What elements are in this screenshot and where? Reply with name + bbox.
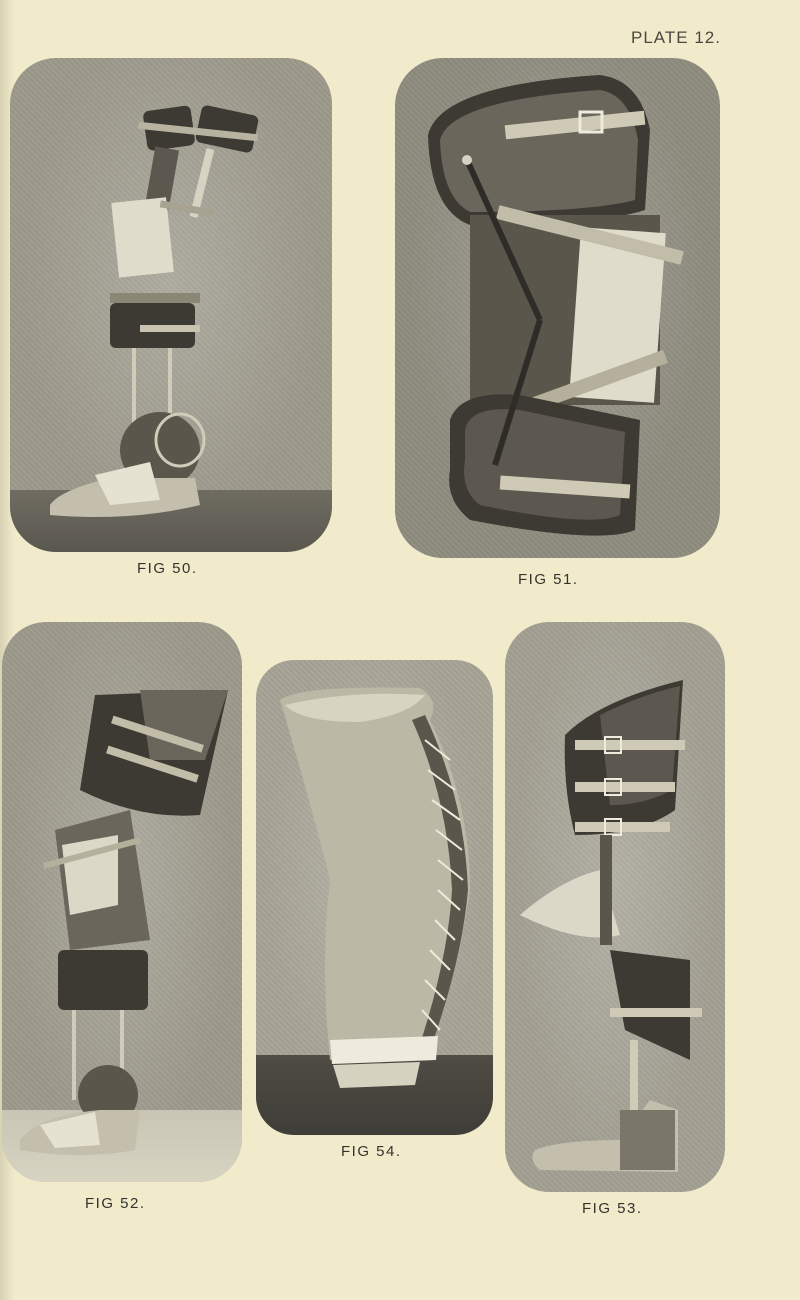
laced-knee-casing-illustration — [280, 687, 470, 1088]
figure-54-image — [256, 660, 493, 1135]
figure-50-caption: FIG 50. — [137, 560, 198, 577]
figure-53-caption: FIG 53. — [582, 1200, 643, 1217]
figure-51-image — [395, 58, 720, 558]
figure-54-caption: FIG 54. — [341, 1143, 402, 1160]
figure-51-caption: FIG 51. — [518, 571, 579, 588]
leg-brace-illustration — [50, 105, 259, 518]
leg-brace-illustration — [520, 680, 702, 1172]
plate-title: PLATE 12. — [631, 28, 721, 47]
leg-brace-illustration — [20, 690, 228, 1155]
figure-53-image — [505, 622, 725, 1192]
knee-brace-illustration — [428, 75, 684, 536]
figure-52-image — [2, 622, 242, 1182]
figure-50-image — [10, 58, 332, 552]
figure-52-caption: FIG 52. — [85, 1195, 146, 1212]
